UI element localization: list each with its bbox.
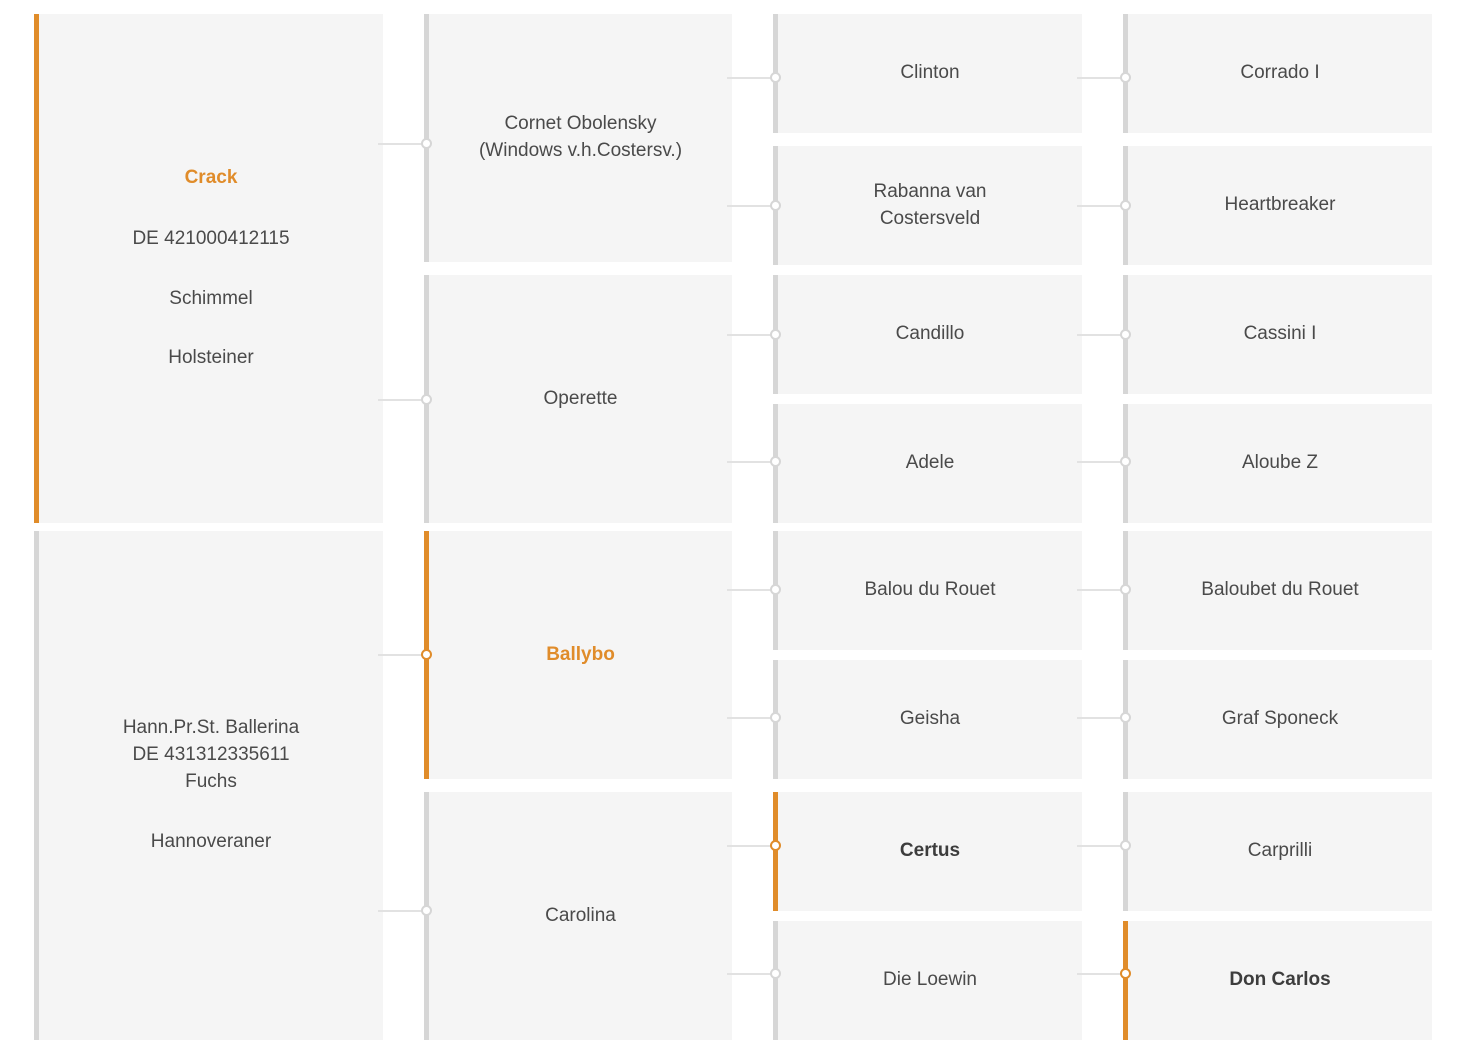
node-gen2-0[interactable] (421, 138, 432, 149)
root-registration: DE 421000412115 (132, 227, 290, 249)
pedigree-card-gen3-3[interactable]: Adele (773, 404, 1082, 523)
dam-color: Fuchs (185, 770, 237, 792)
gen3-2-name: Candillo (895, 323, 965, 345)
gen3-6-name: Certus (899, 840, 961, 862)
connector-gen3-6 (727, 845, 773, 847)
pedigree-card-gen4-3[interactable]: Aloube Z (1123, 404, 1432, 523)
node-gen3-2[interactable] (770, 329, 781, 340)
pedigree-card-gen3-0[interactable]: Clinton (773, 14, 1082, 133)
pedigree-card-gen4-5[interactable]: Graf Sponeck (1123, 660, 1432, 779)
gen4-3-name: Aloube Z (1241, 452, 1319, 474)
gen4-0-name: Corrado I (1240, 62, 1320, 84)
dam-registration: DE 431312335611 (132, 743, 290, 765)
gen3-1-name: Rabanna van Costersveld (873, 180, 987, 229)
node-gen3-3[interactable] (770, 456, 781, 467)
gen3-3-name: Adele (905, 452, 955, 474)
connector-gen3-7 (727, 973, 773, 975)
connector-gen3-1 (727, 205, 773, 207)
gen2-3-name: Carolina (545, 904, 616, 926)
gen3-7-name: Die Loewin (883, 969, 977, 991)
pedigree-card-gen4-2[interactable]: Cassini I (1123, 275, 1432, 394)
connector-gen3-4 (727, 589, 773, 591)
root-name: Crack (184, 166, 238, 188)
gen3-5-name: Geisha (899, 708, 961, 730)
connector-gen4-7 (1077, 973, 1123, 975)
connector-gen3-5 (727, 717, 773, 719)
pedigree-card-gen2-3[interactable]: Carolina (424, 792, 732, 1040)
gen4-2-name: Cassini I (1243, 323, 1317, 345)
pedigree-card-gen3-7[interactable]: Die Loewin (773, 921, 1082, 1040)
gen2-0-name: Cornet Obolensky (Windows v.h.Costersv.) (478, 113, 683, 161)
connector-gen3-3 (727, 461, 773, 463)
node-gen4-3[interactable] (1120, 456, 1131, 467)
pedigree-card-gen3-5[interactable]: Geisha (773, 660, 1082, 779)
dam-breed: Hannoveraner (150, 831, 272, 853)
pedigree-card-dam[interactable]: Hann.Pr.St. Ballerina DE 431312335611 Fu… (34, 531, 383, 1040)
node-gen4-1[interactable] (1120, 200, 1131, 211)
connector-gen4-6 (1077, 845, 1123, 847)
root-color: Schimmel (169, 287, 253, 309)
pedigree-card-gen4-4[interactable]: Baloubet du Rouet (1123, 531, 1432, 650)
pedigree-card-gen3-4[interactable]: Balou du Rouet (773, 531, 1082, 650)
node-gen4-0[interactable] (1120, 72, 1131, 83)
connector-gen2-2 (378, 654, 424, 656)
pedigree-card-gen2-2[interactable]: Ballybo (424, 531, 732, 779)
node-gen4-7[interactable] (1120, 968, 1131, 979)
gen4-5-name: Graf Sponeck (1221, 708, 1339, 730)
gen4-7-name: Don Carlos (1229, 969, 1331, 991)
node-gen2-1[interactable] (421, 394, 432, 405)
gen3-4-name: Balou du Rouet (864, 579, 996, 601)
gen4-4-name: Baloubet du Rouet (1201, 579, 1359, 601)
node-gen2-2[interactable] (421, 649, 432, 660)
pedigree-card-gen3-6[interactable]: Certus (773, 792, 1082, 911)
node-gen3-5[interactable] (770, 712, 781, 723)
gen2-1-name: Operette (543, 387, 618, 409)
connector-gen3-0 (727, 77, 773, 79)
dam-identity: Hann.Pr.St. Ballerina DE 431312335611 Fu… (123, 715, 299, 796)
pedigree-card-gen2-1[interactable]: Operette (424, 275, 732, 523)
gen4-6-name: Carprilli (1247, 840, 1313, 862)
pedigree-card-gen3-2[interactable]: Candillo (773, 275, 1082, 394)
node-gen3-1[interactable] (770, 200, 781, 211)
gen3-0-name: Clinton (900, 62, 960, 84)
node-gen4-4[interactable] (1120, 584, 1131, 595)
connector-gen4-1 (1077, 205, 1123, 207)
node-gen4-6[interactable] (1120, 840, 1131, 851)
pedigree-card-gen2-0[interactable]: Cornet Obolensky (Windows v.h.Costersv.) (424, 14, 732, 262)
connector-gen2-1 (378, 399, 424, 401)
pedigree-card-gen4-7[interactable]: Don Carlos (1123, 921, 1432, 1040)
connector-gen4-2 (1077, 334, 1123, 336)
pedigree-card-gen4-6[interactable]: Carprilli (1123, 792, 1432, 911)
root-breed: Holsteiner (168, 347, 254, 369)
pedigree-card-gen3-1[interactable]: Rabanna van Costersveld (773, 146, 1082, 265)
pedigree-card-root[interactable]: Crack DE 421000412115 Schimmel Holsteine… (34, 14, 383, 523)
connector-gen3-2 (727, 334, 773, 336)
node-gen4-2[interactable] (1120, 329, 1131, 340)
dam-name: Hann.Pr.St. Ballerina (122, 716, 300, 738)
connector-gen4-5 (1077, 717, 1123, 719)
node-gen4-5[interactable] (1120, 712, 1131, 723)
connector-gen4-0 (1077, 77, 1123, 79)
node-gen3-7[interactable] (770, 968, 781, 979)
node-gen3-0[interactable] (770, 72, 781, 83)
connector-gen4-3 (1077, 461, 1123, 463)
node-gen3-6[interactable] (770, 840, 781, 851)
pedigree-card-gen4-1[interactable]: Heartbreaker (1123, 146, 1432, 265)
gen4-1-name: Heartbreaker (1224, 194, 1336, 216)
node-gen2-3[interactable] (421, 905, 432, 916)
connector-gen4-4 (1077, 589, 1123, 591)
gen2-2-name: Ballybo (546, 643, 615, 665)
connector-gen2-3 (378, 910, 424, 912)
pedigree-card-gen4-0[interactable]: Corrado I (1123, 14, 1432, 133)
connector-gen2-0 (378, 143, 424, 145)
node-gen3-4[interactable] (770, 584, 781, 595)
